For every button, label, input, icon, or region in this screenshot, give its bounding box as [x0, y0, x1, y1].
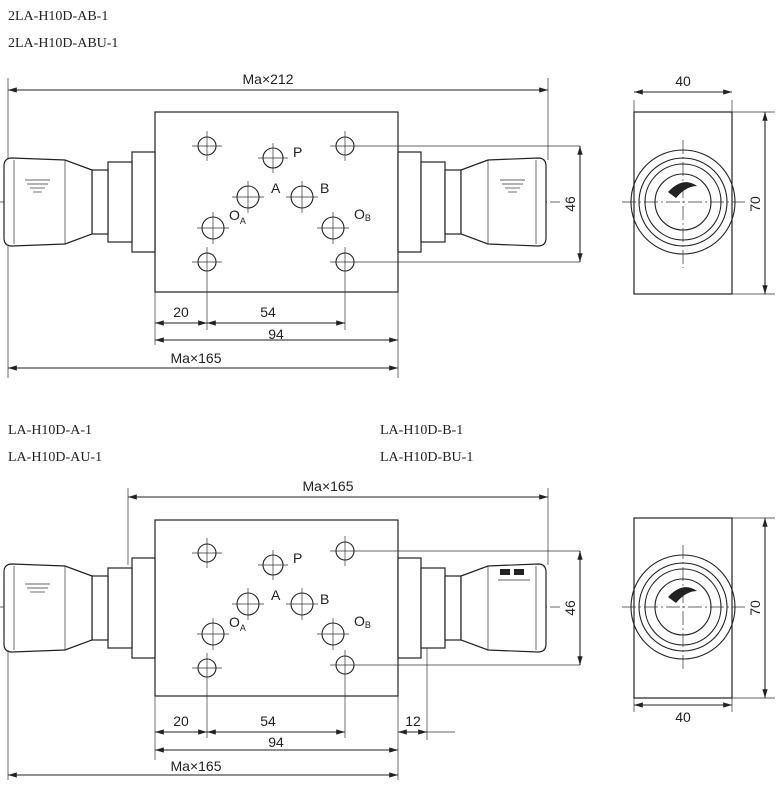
bottom-side-dim-40: 40 — [675, 709, 691, 725]
top-dim-20: 20 — [173, 304, 189, 320]
bottom-model-left-1: LA-H10D-A-1 — [8, 423, 92, 438]
bottom-model-right-1: LA-H10D-B-1 — [380, 423, 463, 438]
bottom-side-view — [622, 517, 775, 712]
bottom-model-right-2: LA-H10D-BU-1 — [380, 450, 473, 465]
bottom-port-ob: OB — [354, 613, 371, 630]
bottom-port-a: A — [271, 587, 281, 603]
bottom-dim-54: 54 — [260, 713, 276, 729]
top-valve-body — [154, 111, 399, 293]
top-dim-54: 54 — [260, 304, 276, 320]
bottom-overall-dim: Ma×165 — [303, 478, 354, 494]
bottom-dim-12: 12 — [405, 713, 421, 729]
bottom-left-actuator — [3, 557, 156, 659]
bottom-port-holes — [192, 536, 580, 683]
top-port-holes — [192, 131, 580, 277]
bottom-dim-94: 94 — [268, 734, 284, 750]
top-port-ob: OB — [354, 206, 371, 223]
top-port-b: B — [320, 180, 329, 196]
top-dim-94: 94 — [268, 326, 284, 342]
top-port-p: P — [293, 144, 302, 160]
bottom-dim-base: Ma×165 — [171, 758, 222, 774]
top-side-dim-70: 70 — [747, 196, 763, 212]
bottom-side-dim-70: 70 — [747, 600, 763, 616]
top-side-view — [622, 89, 775, 295]
bottom-dim-20: 20 — [173, 713, 189, 729]
top-dim-base: Ma×165 — [171, 350, 222, 366]
top-left-actuator — [3, 151, 156, 253]
bottom-section: LA-H10D-A-1 LA-H10D-AU-1 LA-H10D-B-1 LA-… — [0, 423, 775, 780]
top-model-2: 2LA-H10D-ABU-1 — [8, 36, 118, 51]
bottom-right-plug — [397, 557, 547, 659]
top-side-dim-40: 40 — [675, 73, 691, 89]
top-port-oa: OA — [229, 207, 246, 226]
top-section: 2LA-H10D-AB-1 2LA-H10D-ABU-1 Ma×212 — [0, 9, 775, 378]
top-port-a: A — [271, 180, 281, 196]
bottom-port-b: B — [320, 591, 329, 607]
top-dim-46: 46 — [562, 196, 578, 212]
bottom-model-left-2: LA-H10D-AU-1 — [8, 450, 102, 465]
top-model-1: 2LA-H10D-AB-1 — [8, 9, 108, 24]
top-overall-dim: Ma×212 — [243, 71, 294, 87]
bottom-dim-46: 46 — [562, 600, 578, 616]
bottom-valve-body — [154, 519, 399, 697]
top-right-actuator — [397, 151, 547, 253]
bottom-port-oa: OA — [229, 614, 246, 633]
bottom-port-p: P — [293, 550, 302, 566]
